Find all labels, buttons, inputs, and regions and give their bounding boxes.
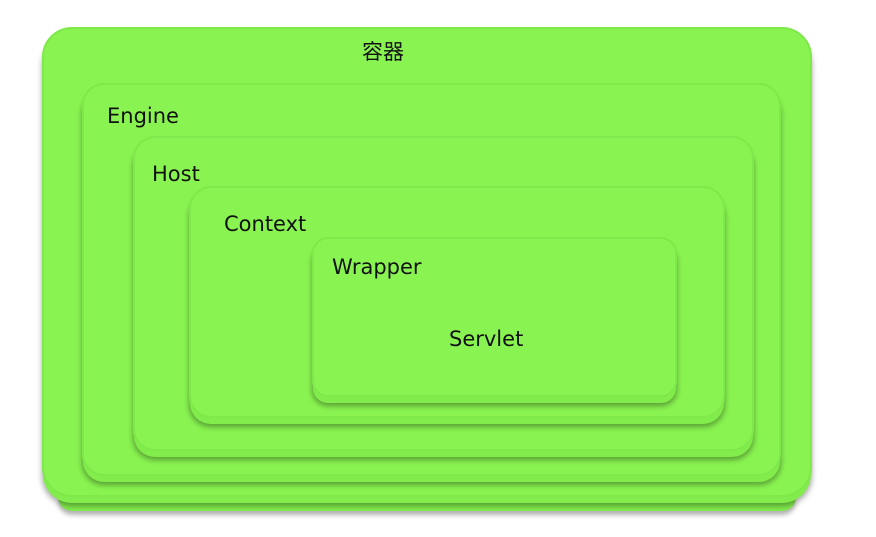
servlet-label: Servlet	[449, 327, 524, 351]
wrapper-label: Wrapper	[332, 255, 422, 279]
engine-label: Engine	[107, 104, 179, 128]
container-label: 容器	[362, 40, 404, 64]
host-label: Host	[152, 162, 200, 186]
context-label: Context	[224, 212, 307, 236]
